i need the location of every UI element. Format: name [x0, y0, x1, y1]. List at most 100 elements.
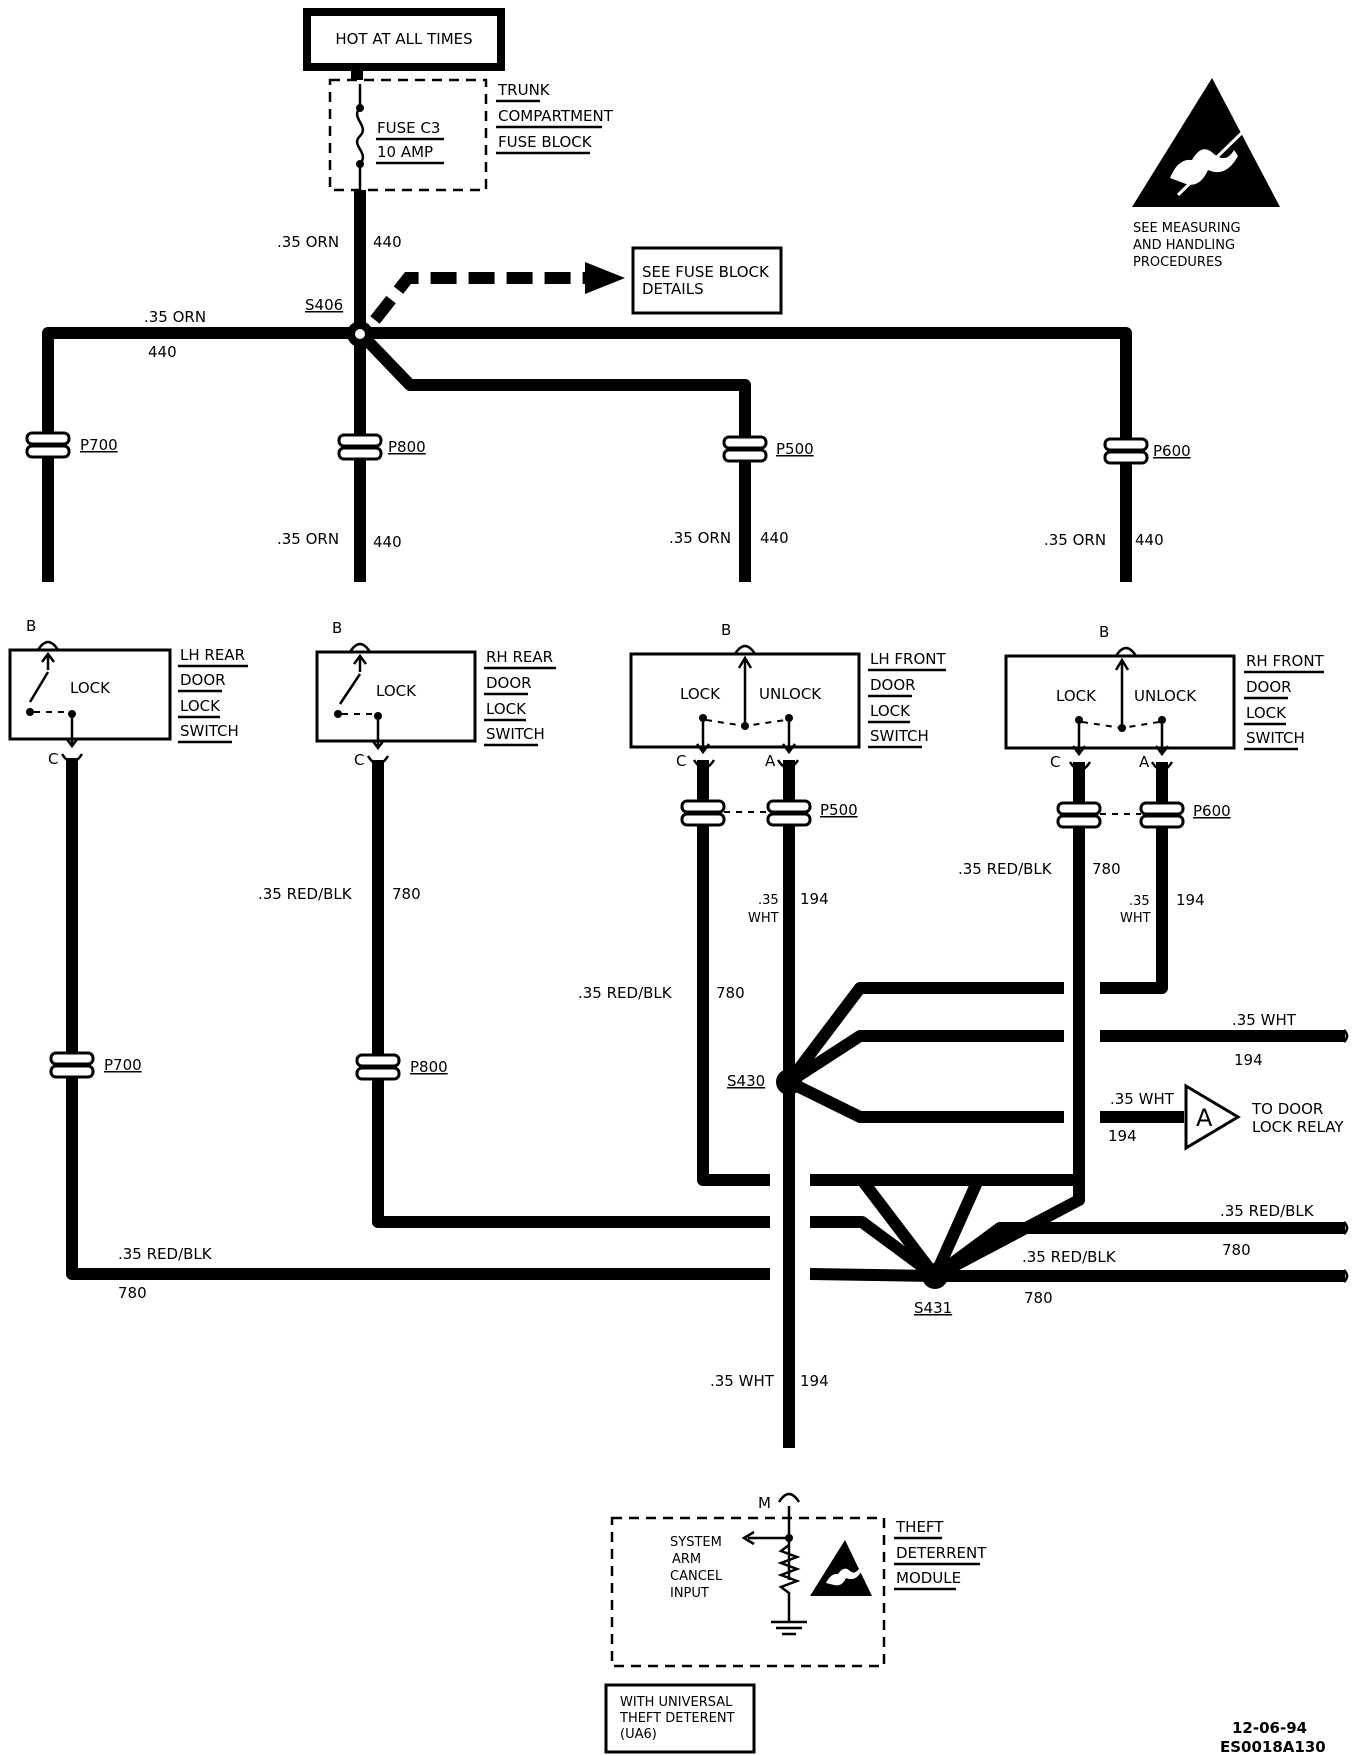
rh-front-name-3: LOCK	[1246, 704, 1287, 722]
circuit-780-out1: 780	[1222, 1241, 1251, 1259]
splice-s431	[922, 1263, 948, 1289]
module-input-2: ARM	[672, 1552, 701, 1567]
circuit-780-out2: 780	[1024, 1289, 1053, 1307]
pin-c-rhfront: C	[1050, 753, 1060, 771]
pin-b-rhfront: B	[1099, 623, 1109, 641]
wire-label-wht-rhfront: .35	[1129, 894, 1150, 909]
fuse-rating: 10 AMP	[377, 143, 433, 161]
circuit-440-rhrear: 440	[373, 533, 402, 551]
fuse-block: FUSE C3 10 AMP	[328, 78, 488, 192]
splice-s431-label: S431	[914, 1299, 952, 1317]
connector-p500-top-label: P500	[776, 440, 814, 458]
rh-rear-door-lock-switch: LOCK	[315, 642, 477, 766]
wire-label-wht-abbr-lhfront: WHT	[748, 911, 779, 926]
module-name-3: MODULE	[896, 1569, 961, 1587]
circuit-780-rhfront: 780	[1092, 860, 1121, 878]
wire-label-redblk-rhrear: .35 RED/BLK	[258, 885, 353, 903]
fuse-block-label: TRUNK COMPARTMENT FUSE BLOCK	[496, 81, 614, 155]
rh-rear-name-2: DOOR	[486, 674, 532, 692]
relay-line-1: TO DOOR	[1251, 1100, 1323, 1118]
rh-rear-name-1: RH REAR	[486, 648, 553, 666]
wire-label-redblk-rhfront: .35 RED/BLK	[958, 860, 1053, 878]
power-source-label: HOT AT ALL TIMES	[335, 30, 472, 48]
pin-b-lhfront: B	[721, 621, 731, 639]
fuse-details-line-1: SEE FUSE BLOCK	[642, 263, 770, 281]
circuit-440-rhfront: 440	[1135, 531, 1164, 549]
splice-s430-label: S430	[727, 1072, 765, 1090]
footer-date: 12-06-94	[1232, 1719, 1307, 1737]
splice-s406-label: S406	[305, 296, 343, 314]
fuse-block-line-2: COMPARTMENT	[498, 107, 614, 125]
wire-label-wht-abbr-rhfront: WHT	[1120, 911, 1151, 926]
wire-label-orn-lhfront: .35 ORN	[669, 529, 731, 547]
connector-p800-bottom: P800	[355, 1053, 448, 1081]
module-input-1: SYSTEM	[670, 1535, 722, 1550]
lh-front-lock: LOCK	[680, 685, 721, 703]
module-name-2: DETERRENT	[896, 1544, 987, 1562]
rh-front-door-lock-switch: LOCK UNLOCK	[1004, 646, 1236, 772]
rh-front-name-4: SWITCH	[1246, 729, 1305, 747]
circuit-194-out: 194	[1234, 1051, 1263, 1069]
option-note-3: (UA6)	[620, 1727, 657, 1742]
connector-p600-top: P600	[1103, 437, 1191, 465]
lh-front-name-4: SWITCH	[870, 727, 929, 745]
relay-letter: A	[1196, 1104, 1213, 1132]
connector-p500-bottom-label: P500	[820, 801, 858, 819]
lh-rear-state: LOCK	[70, 679, 111, 697]
circuit-440-lhfront: 440	[760, 529, 789, 547]
pin-m: M	[758, 1494, 771, 1512]
splice-s430	[776, 1069, 802, 1095]
pin-b-rhrear: B	[332, 619, 342, 637]
lh-front-name-1: LH FRONT	[870, 650, 946, 668]
wire-label-redblk-out2: .35 RED/BLK	[1022, 1248, 1117, 1266]
circuit-194-module: 194	[800, 1372, 829, 1390]
rh-front-lock: LOCK	[1056, 687, 1097, 705]
lh-front-door-lock-switch: LOCK UNLOCK	[629, 644, 861, 770]
wire-label-wht-module: .35 WHT	[710, 1372, 775, 1390]
connector-p800-top-label: P800	[388, 438, 426, 456]
lh-rear-name-1: LH REAR	[180, 646, 245, 664]
lh-front-name-3: LOCK	[870, 702, 911, 720]
fuse-block-line-3: FUSE BLOCK	[498, 133, 593, 151]
connector-p700-bottom-label: P700	[104, 1056, 142, 1074]
pin-c-lhrear: C	[48, 750, 58, 768]
wire-label-orn-left: .35 ORN	[144, 308, 206, 326]
circuit-440-top: 440	[373, 233, 402, 251]
wire-label-redblk-left: .35 RED/BLK	[118, 1245, 213, 1263]
relay-reference-a: A	[1184, 1083, 1241, 1151]
connector-p500-bottom: P500	[680, 799, 858, 827]
rh-front-name-1: RH FRONT	[1246, 652, 1325, 670]
rh-front-name-2: DOOR	[1246, 678, 1292, 696]
circuit-440-left: 440	[148, 343, 177, 361]
wire-label-redblk-lhfront: .35 RED/BLK	[578, 984, 673, 1002]
lh-front-name-2: DOOR	[870, 676, 916, 694]
connector-p600-top-label: P600	[1153, 442, 1191, 460]
rh-front-unlock: UNLOCK	[1134, 687, 1197, 705]
wire-label-wht-lhfront: .35	[758, 893, 779, 908]
option-note-box	[604, 1683, 756, 1754]
circuit-780-rhrear: 780	[392, 885, 421, 903]
wire-label-wht-out: .35 WHT	[1232, 1011, 1297, 1029]
connector-p800-bottom-label: P800	[410, 1058, 448, 1076]
rh-rear-state: LOCK	[376, 682, 417, 700]
module-input-4: INPUT	[670, 1586, 709, 1601]
wire-label-orn-rhrear: .35 ORN	[277, 530, 339, 548]
wire-label-orn-top: .35 ORN	[277, 233, 339, 251]
circuit-194-lhfront: 194	[800, 890, 829, 908]
module-input-3: CANCEL	[670, 1569, 723, 1584]
circuit-194-relay: 194	[1108, 1127, 1137, 1145]
module-name-1: THEFT	[895, 1518, 944, 1536]
circuit-780-lhfront: 780	[716, 984, 745, 1002]
rh-rear-name-3: LOCK	[486, 700, 527, 718]
esd-line-1: SEE MEASURING	[1133, 221, 1241, 236]
connector-p600-bottom: P600	[1056, 801, 1231, 829]
pin-a-rhfront: A	[1139, 753, 1150, 771]
footer-code: ES0018A130	[1220, 1738, 1326, 1756]
wire-label-orn-rhfront: .35 ORN	[1044, 531, 1106, 549]
power-source-box: HOT AT ALL TIMES	[303, 8, 505, 71]
rh-rear-name-4: SWITCH	[486, 725, 545, 743]
wire-label-redblk-out1: .35 RED/BLK	[1220, 1202, 1315, 1220]
lh-rear-name-4: SWITCH	[180, 722, 239, 740]
fuse-block-line-1: TRUNK	[497, 81, 551, 99]
